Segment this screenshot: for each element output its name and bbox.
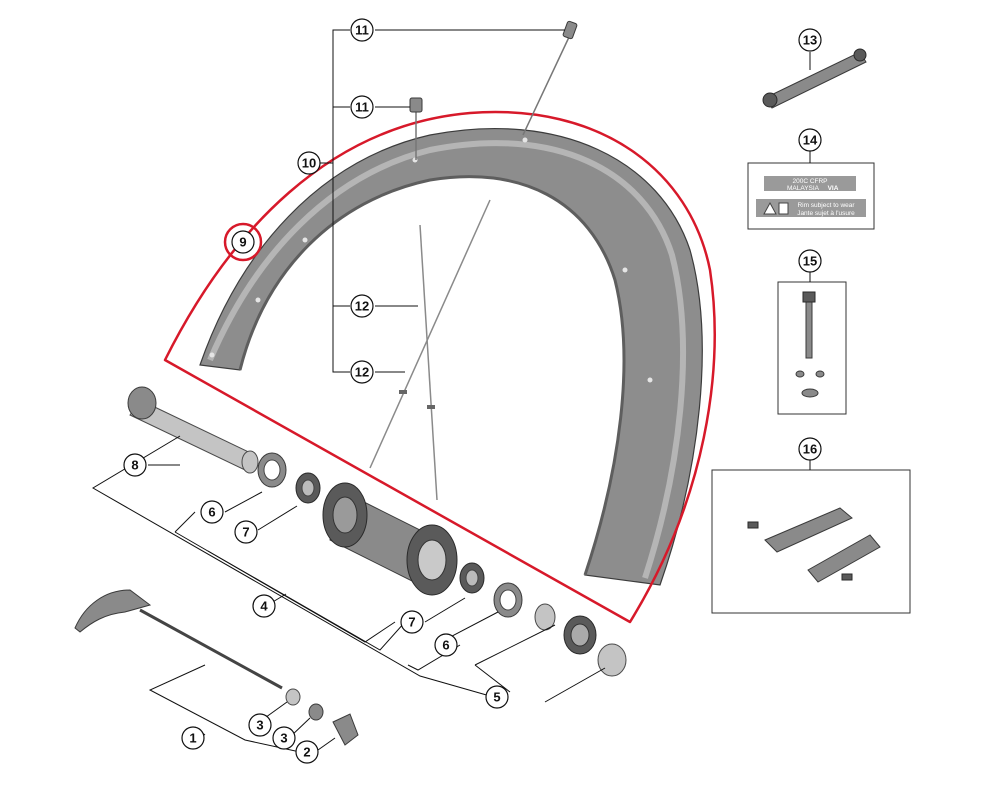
callout-8: 8 xyxy=(123,453,147,477)
svg-text:5: 5 xyxy=(493,690,500,705)
bearing-part-7b xyxy=(459,562,485,594)
svg-text:9: 9 xyxy=(239,235,246,250)
callout-9: 9 xyxy=(223,222,263,262)
quick-release-part xyxy=(74,589,359,746)
warning-icon xyxy=(763,201,777,215)
sticker-line2: MALAYSIA xyxy=(787,185,820,192)
callout-6b: 6 xyxy=(434,633,458,657)
svg-text:7: 7 xyxy=(408,615,415,630)
svg-text:12: 12 xyxy=(355,299,369,314)
svg-text:3: 3 xyxy=(280,731,287,746)
callout-1: 1 xyxy=(181,726,205,750)
callout-7b: 7 xyxy=(400,610,424,634)
rim-part xyxy=(199,128,703,586)
sticker-line1: 200C CFRP xyxy=(792,178,827,185)
svg-text:16: 16 xyxy=(803,442,817,457)
bearing-part-7a xyxy=(295,472,321,504)
spokes-group xyxy=(369,20,578,501)
svg-text:1: 1 xyxy=(189,731,196,746)
washer-part-6a xyxy=(257,452,287,488)
callout-7a: 7 xyxy=(234,520,258,544)
callout-2: 2 xyxy=(295,740,319,764)
svg-text:15: 15 xyxy=(803,254,817,269)
svg-text:6: 6 xyxy=(442,638,449,653)
locknut-part xyxy=(534,603,627,677)
callout-3b: 3 xyxy=(272,726,296,750)
svg-text:3: 3 xyxy=(256,718,263,733)
callout-10: 10 xyxy=(297,151,321,175)
callout-11a: 11 xyxy=(350,18,374,42)
sticker-brand: VIA xyxy=(828,185,839,192)
callout-15: 15 xyxy=(798,249,822,273)
svg-text:7: 7 xyxy=(242,525,249,540)
svg-text:6: 6 xyxy=(208,505,215,520)
svg-text:4: 4 xyxy=(260,599,268,614)
axle-part xyxy=(127,386,259,474)
svg-text:11: 11 xyxy=(355,23,369,38)
washer-part-6b xyxy=(493,582,523,618)
callout-14: 14 xyxy=(798,128,822,152)
svg-text:12: 12 xyxy=(355,365,369,380)
hub-body-part xyxy=(322,482,458,596)
svg-text:13: 13 xyxy=(803,33,817,48)
callout-12a: 12 xyxy=(350,294,374,318)
svg-text:14: 14 xyxy=(803,133,818,148)
svg-text:10: 10 xyxy=(302,156,316,171)
callout-3a: 3 xyxy=(248,713,272,737)
callout-11b: 11 xyxy=(350,95,374,119)
sticker-box xyxy=(747,162,875,230)
callout-16: 16 xyxy=(798,437,822,461)
brake-pad-box xyxy=(711,469,911,614)
sticker-warn1: Rim subject to wear xyxy=(797,202,855,209)
info-icon xyxy=(778,202,789,215)
callout-5: 5 xyxy=(485,685,509,709)
callout-12b: 12 xyxy=(350,360,374,384)
callout-4: 4 xyxy=(252,594,276,618)
rim-highlight-outline xyxy=(163,110,716,624)
callout-6a: 6 xyxy=(200,500,224,524)
sticker-warn2: Jante sujet à l'usure xyxy=(797,210,855,217)
callout-13: 13 xyxy=(798,28,822,52)
svg-text:2: 2 xyxy=(303,745,310,760)
svg-text:8: 8 xyxy=(131,458,138,473)
svg-text:11: 11 xyxy=(355,100,369,115)
spoke-key-part xyxy=(762,48,867,109)
